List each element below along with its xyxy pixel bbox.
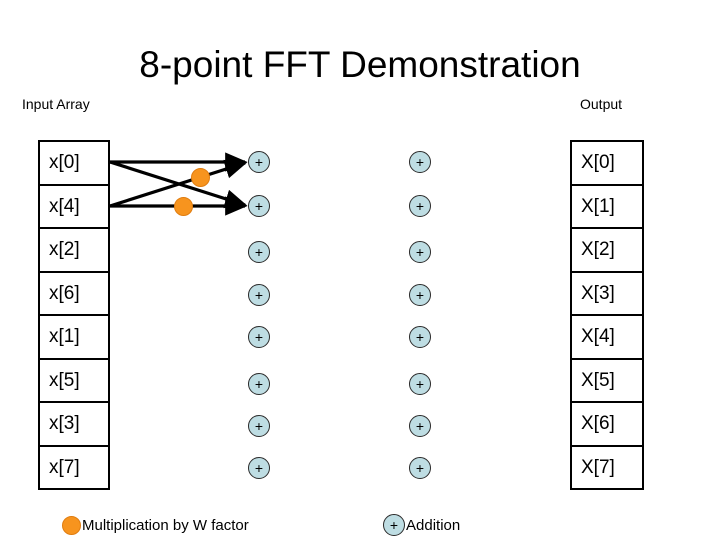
addition-node-stage2: + [409,284,431,306]
addition-node-stage1: + [248,373,270,395]
addition-node-stage1: + [248,415,270,437]
addition-node-stage2: + [409,457,431,479]
input-array: x[0] x[4] x[2] x[6] x[1] x[5] x[3] x[7] [38,140,110,490]
output-cell: X[7] [581,456,615,478]
legend-label-addition: Addition [406,516,461,534]
addition-node-stage2: + [409,326,431,348]
addition-node-stage1: + [248,195,270,217]
output-cell: X[3] [572,273,642,316]
input-cell: x[4] [40,186,108,229]
input-array-label: Input Array [22,96,90,112]
addition-node-stage2: + [409,241,431,263]
output-cell: X[2] [572,229,642,273]
output-cell: X[4] [572,316,642,360]
multiplier-circle-icon [62,515,81,535]
addition-node-stage2: + [409,151,431,173]
addition-node-stage1: + [248,457,270,479]
input-cell: x[0] [40,142,108,186]
addition-node-stage2: + [409,415,431,437]
legend: Multiplication by W factor + Addition [0,512,720,540]
legend-label-multiplication: Multiplication by W factor [82,516,249,534]
output-cell: X[5] [572,360,642,403]
input-cell: x[2] [40,229,108,273]
adder-plus-icon: + [383,514,405,536]
addition-node-stage1: + [248,241,270,263]
addition-node-stage1: + [248,284,270,306]
legend-item-multiplication: Multiplication by W factor [62,512,249,538]
page-title: 8-point FFT Demonstration [139,44,581,85]
w-factor-multiplier-node [191,168,210,187]
output-cell: X[6] [572,403,642,447]
legend-item-addition: + Addition [383,512,460,538]
output-array: X[0] X[1] X[2] X[3] X[4] X[5] X[6] X[7] [570,140,644,490]
input-cell: x[1] [40,316,108,360]
output-cell: X[0] [572,142,642,186]
input-cell: x[3] [40,403,108,447]
input-cell: x[6] [40,273,108,316]
addition-node-stage2: + [409,195,431,217]
addition-node-stage1: + [248,326,270,348]
w-factor-multiplier-node [174,197,193,216]
output-cell: X[1] [572,186,642,229]
addition-node-stage1: + [248,151,270,173]
input-cell: x[5] [40,360,108,403]
addition-node-stage2: + [409,373,431,395]
input-cell: x[7] [49,456,80,478]
output-array-label: Output [580,96,623,112]
